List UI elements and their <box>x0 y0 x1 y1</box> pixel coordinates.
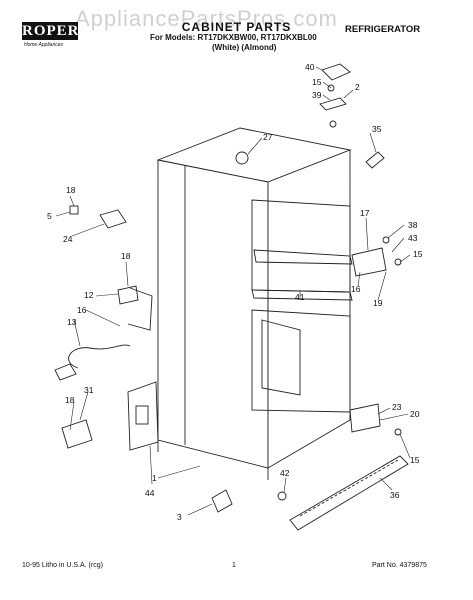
model-list: For Models: RT17DKXBW00, RT17DKXBL00 <box>150 33 317 42</box>
callout-16b: 16 <box>77 305 87 315</box>
cabinet-shell <box>156 127 353 480</box>
callout-24: 24 <box>63 234 73 244</box>
callout-18: 18 <box>66 185 76 195</box>
callout-41: 41 <box>295 292 305 302</box>
callout-36: 36 <box>390 490 400 500</box>
footer-litho: 10-95 Litho in U.S.A. (rcg) <box>22 562 103 569</box>
callout-23: 23 <box>392 402 402 412</box>
callout-17: 17 <box>360 208 370 218</box>
callout-15c: 15 <box>410 455 420 465</box>
page-title: CABINET PARTS <box>181 20 292 34</box>
callout-2: 2 <box>355 82 360 92</box>
callout-12: 12 <box>84 290 94 300</box>
callout-35: 35 <box>372 124 382 134</box>
left-side-parts <box>54 205 159 451</box>
callout-19: 19 <box>373 298 383 308</box>
callout-13: 13 <box>67 317 77 327</box>
brand-tagline: Home Appliances <box>24 42 64 48</box>
callout-5: 5 <box>47 211 52 221</box>
callout-44: 44 <box>145 488 155 498</box>
callout-31: 31 <box>84 385 94 395</box>
watermark: AppliancePartsPros.com <box>75 6 338 31</box>
callout-40: 40 <box>305 62 315 72</box>
callout-43: 43 <box>408 233 418 243</box>
callout-16: 16 <box>351 284 361 294</box>
top-hinge-assembly <box>235 63 385 169</box>
callout-18b: 18 <box>121 251 131 261</box>
callout-39: 39 <box>312 90 322 100</box>
callout-27: 27 <box>263 132 273 142</box>
callout-labels: 40 15 39 2 27 35 18 5 24 17 38 43 15 18 … <box>47 62 423 522</box>
callout-15b: 15 <box>413 249 423 259</box>
brand-logo: ROPER <box>22 22 80 40</box>
right-side-parts <box>349 236 402 436</box>
callout-42: 42 <box>280 468 290 478</box>
footer-part-number: Part No. 4379875 <box>372 562 427 569</box>
callout-3: 3 <box>177 512 182 522</box>
callout-18c: 18 <box>65 395 75 405</box>
color-list: (White) (Almond) <box>212 43 277 52</box>
callout-38: 38 <box>408 220 418 230</box>
bottom-parts <box>211 455 409 531</box>
footer-page-number: 1 <box>232 562 236 569</box>
category-label: REFRIGERATOR <box>345 24 421 35</box>
callout-20: 20 <box>410 409 420 419</box>
callout-15: 15 <box>312 77 322 87</box>
leader-lines <box>55 66 411 516</box>
callout-1: 1 <box>152 473 157 483</box>
